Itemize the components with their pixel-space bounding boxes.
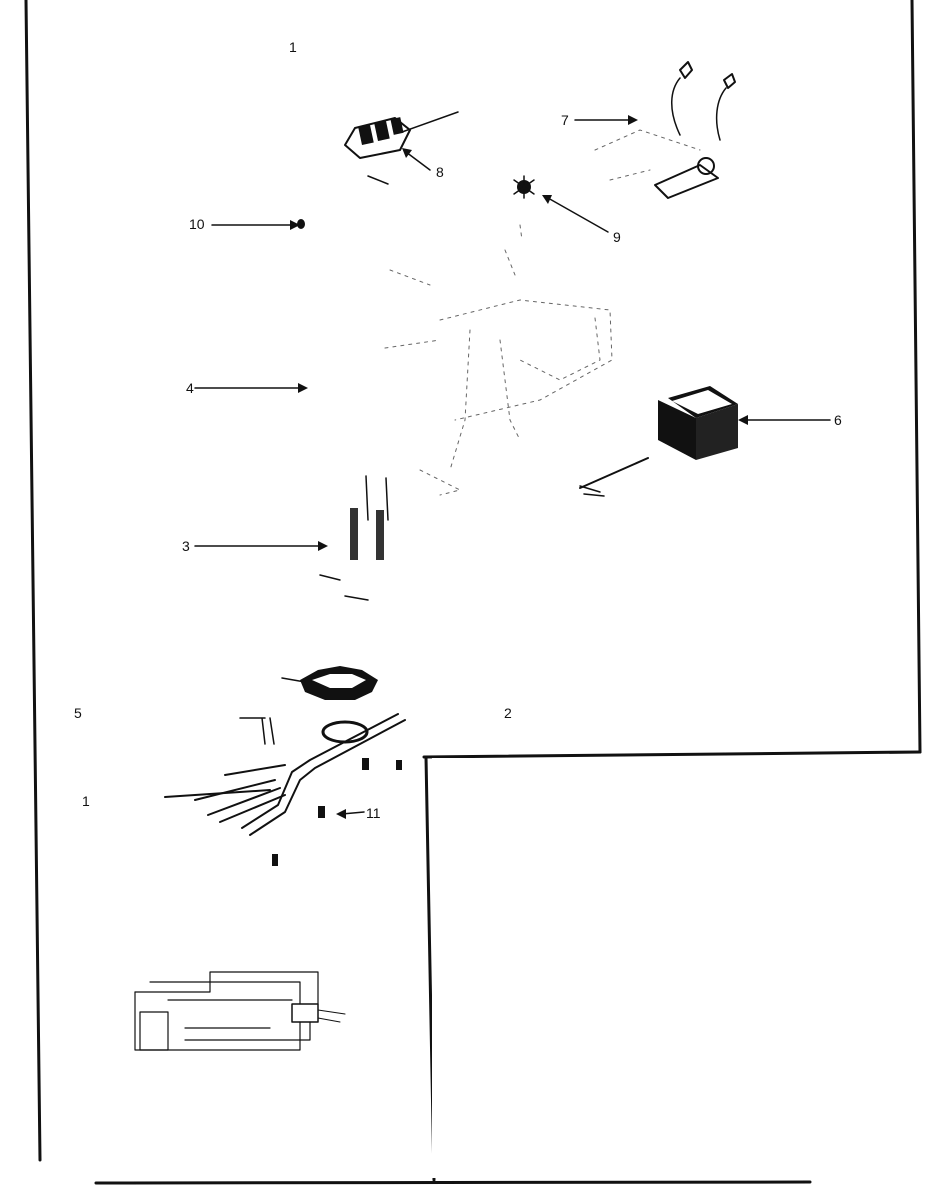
page-frame: [24, 0, 922, 1185]
part-7-lamp-assembly: [594, 61, 736, 199]
label-11: 11: [366, 805, 381, 821]
label-8: 8: [436, 164, 444, 180]
inset-box: [432, 758, 918, 1178]
part-4-chassis-frame: [384, 224, 613, 496]
label-left-1: 1: [82, 793, 90, 809]
callout-8-arrow: [402, 148, 431, 171]
label-2: 2: [504, 705, 512, 721]
label-9: 9: [613, 229, 621, 245]
callout-4-arrow: [194, 383, 308, 393]
label-top-1: 1: [289, 39, 297, 55]
part-large-gear: [281, 666, 378, 700]
label-3: 3: [182, 538, 190, 554]
callout-3-arrow: [194, 541, 328, 551]
part-9-small-gear: [513, 175, 535, 199]
label-10: 10: [189, 216, 205, 232]
part-6-transformer: [579, 386, 738, 497]
callout-9-arrow: [542, 195, 609, 233]
part-3-posts: [319, 475, 389, 601]
label-4: 4: [186, 380, 194, 396]
callout-labels: 1 8 7 9 10 4 6 3 5 2 1 11: [74, 39, 842, 821]
label-6: 6: [834, 412, 842, 428]
label-7: 7: [561, 112, 569, 128]
part-lever-plate: [164, 713, 406, 866]
callout-10-arrow: [211, 220, 300, 230]
part-8-switch-assembly: [344, 111, 459, 185]
part-10-clip: [297, 219, 305, 229]
callout-11-arrow: [336, 809, 365, 819]
callout-6-arrow: [738, 415, 831, 425]
callout-7-arrow: [574, 115, 638, 125]
label-5: 5: [74, 705, 82, 721]
wiring-schematic: [134, 971, 346, 1051]
